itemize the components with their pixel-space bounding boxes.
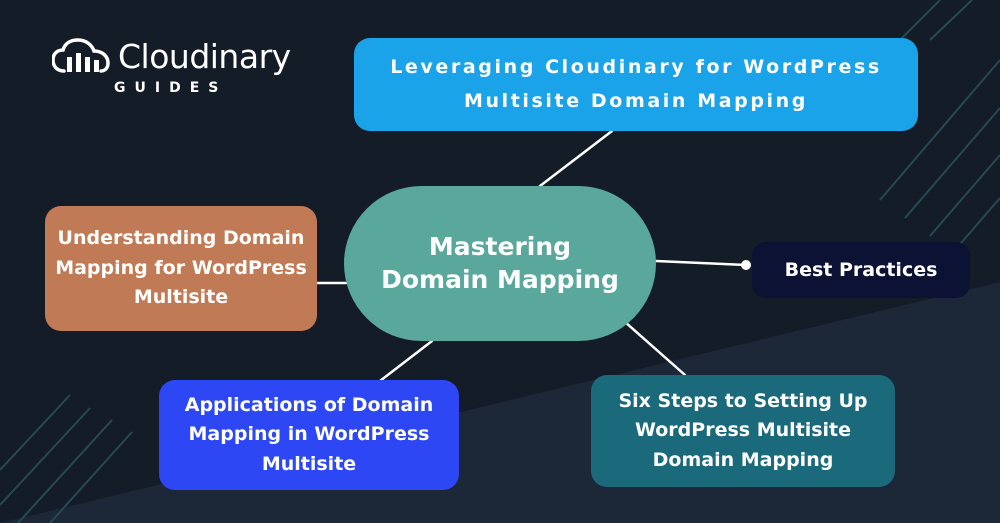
connector-top (538, 129, 614, 188)
topic-six-steps-label: Six Steps to Setting Up WordPress Multis… (618, 389, 868, 471)
connector-lines (315, 129, 748, 383)
connector-bottom-left (378, 339, 434, 383)
topic-applications: Applications of Domain Mapping in WordPr… (159, 380, 459, 490)
topic-leveraging-cloudinary: Leveraging Cloudinary for WordPress Mult… (354, 38, 918, 131)
central-topic-label: Mastering Domain Mapping (381, 232, 619, 294)
topic-understanding-domain-mapping: Understanding Domain Mapping for WordPre… (45, 206, 317, 331)
brand-name: Cloudinary (118, 36, 291, 76)
connector-bottom-right (623, 320, 687, 377)
background-stripes-top-right (879, 0, 1000, 251)
background-stripes-bottom-left (0, 394, 133, 523)
brand-logo: Cloudinary GUIDES (52, 38, 291, 96)
topic-six-steps: Six Steps to Setting Up WordPress Multis… (591, 375, 895, 487)
topic-applications-label: Applications of Domain Mapping in WordPr… (184, 393, 434, 475)
topic-leveraging-cloudinary-label: Leveraging Cloudinary for WordPress Mult… (390, 56, 882, 112)
connector-right (654, 259, 748, 267)
topic-best-practices-label: Best Practices (784, 259, 938, 281)
central-topic: Mastering Domain Mapping (344, 186, 656, 341)
brand-subtitle: GUIDES (114, 80, 228, 96)
connector-right-dot (741, 260, 751, 270)
topic-best-practices: Best Practices (752, 242, 970, 298)
topic-understanding-domain-mapping-label: Understanding Domain Mapping for WordPre… (55, 227, 307, 309)
cloud-logo-icon (52, 38, 110, 73)
